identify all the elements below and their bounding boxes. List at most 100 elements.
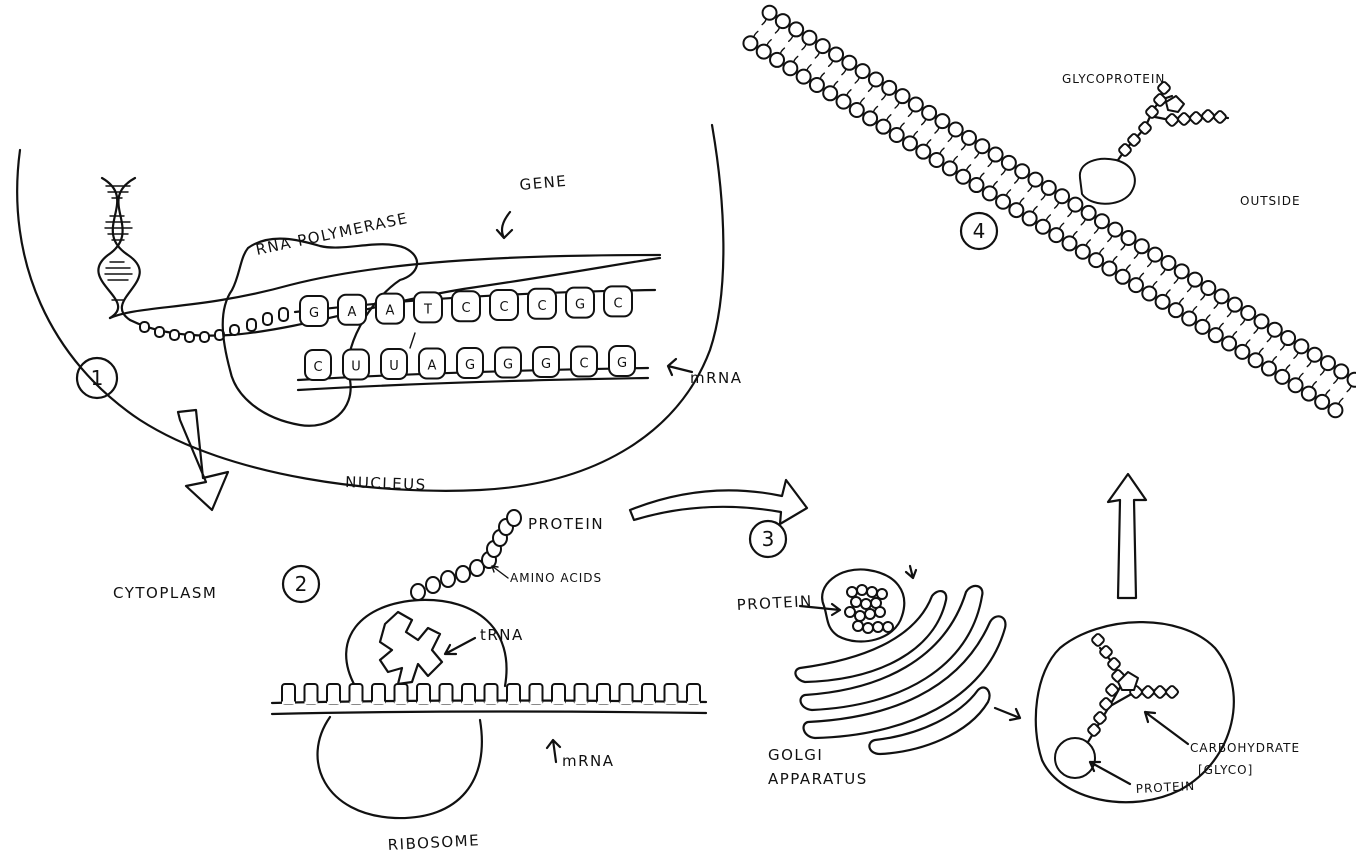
golgi-bead — [877, 589, 887, 599]
mrna-base-0: C — [305, 350, 331, 380]
glycoprotein-bead — [1153, 93, 1167, 107]
mrna-base-5: G — [495, 348, 521, 378]
glycoprotein-pentagon — [1166, 96, 1184, 112]
golgi-bead — [845, 607, 855, 617]
phospholipid-head-inner — [863, 111, 877, 125]
svg-text:G: G — [541, 357, 551, 372]
golgi-bead — [855, 611, 865, 621]
phospholipid-head-outer — [829, 47, 843, 61]
label-gene: GENE — [519, 172, 568, 194]
phospholipid-head-inner — [1315, 395, 1329, 409]
phospholipid-head-inner — [743, 36, 757, 50]
label-amino-acids: AMINO ACIDS — [510, 571, 602, 585]
step-4-marker: 4 — [961, 213, 997, 249]
codon-tooth — [327, 684, 340, 704]
phospholipid-head-outer — [949, 123, 963, 137]
phospholipid-head-inner — [1302, 387, 1316, 401]
phospholipid-head-outer — [1135, 239, 1149, 253]
svg-text:G: G — [617, 356, 627, 371]
codon-tooth — [372, 684, 385, 704]
codon-tooth — [305, 684, 318, 704]
step-1-number: 1 — [91, 366, 104, 390]
label-apparatus: APPARATUS — [768, 770, 868, 788]
phospholipid-head-inner — [797, 70, 811, 84]
svg-text:G: G — [309, 306, 319, 321]
svg-text:G: G — [575, 298, 585, 313]
phospholipid-head-outer — [882, 81, 896, 95]
ribosome-large-subunit — [318, 717, 482, 818]
amino-acid-bead — [441, 571, 455, 587]
mrna-top-arrow — [668, 359, 692, 375]
glycoprotein-bead — [1201, 109, 1215, 123]
phospholipid-head-outer — [1308, 348, 1322, 362]
phospholipid-head-inner — [837, 95, 851, 109]
phospholipid-head-inner — [850, 103, 864, 117]
phospholipid-head-outer — [1215, 289, 1229, 303]
amino-acid-bead — [411, 584, 425, 600]
dna-base-6: C — [528, 289, 556, 319]
phospholipid-head-inner — [943, 161, 957, 175]
dna-base-5: C — [490, 290, 518, 320]
phospholipid-head-inner — [983, 186, 997, 200]
phospholipid-head-inner — [1076, 245, 1090, 259]
arrow-to-golgi — [630, 480, 807, 524]
svg-text:C: C — [499, 300, 508, 315]
dna-base-7: G — [566, 288, 594, 318]
phospholipid-head-inner — [810, 78, 824, 92]
codon-tooth — [530, 684, 543, 704]
svg-text:U: U — [351, 360, 361, 375]
mrna-base-2: U — [381, 349, 407, 379]
label-protein-vesicle: PROTEIN — [1135, 779, 1195, 796]
phospholipid-head-inner — [1063, 236, 1077, 250]
golgi-protein-beads — [845, 585, 893, 633]
phospholipid-head-inner — [770, 53, 784, 67]
label-rna-polymerase: RNA POLYMERASE — [254, 209, 410, 259]
phospholipid-head-inner — [1195, 320, 1209, 334]
golgi-bead — [867, 587, 877, 597]
codon-tooth — [395, 684, 408, 704]
step-2-number: 2 — [295, 572, 308, 596]
mrna-base-4: G — [457, 348, 483, 378]
phospholipid-head-inner — [1156, 295, 1170, 309]
codon-tooth — [552, 684, 565, 704]
label-nucleus: NUCLEUS — [345, 473, 427, 494]
golgi-bead — [863, 623, 873, 633]
svg-text:C: C — [537, 299, 546, 314]
phospholipid-head-outer — [1254, 314, 1268, 328]
golgi-bead — [853, 621, 863, 631]
svg-text:G: G — [465, 358, 475, 373]
svg-text:C: C — [313, 360, 322, 375]
svg-text:U: U — [389, 359, 399, 374]
golgi-bead — [883, 622, 893, 632]
phospholipid-head-inner — [757, 45, 771, 59]
glycoprotein-bead — [1189, 111, 1203, 125]
trna-arrow — [445, 638, 475, 654]
phospholipid-head-inner — [1222, 337, 1236, 351]
svg-text:C: C — [579, 357, 588, 372]
dna-base-4: C — [452, 291, 480, 321]
carbohydrate-bead — [1091, 633, 1105, 647]
mrna-base-7: C — [571, 347, 597, 377]
phospholipid-head-outer — [842, 56, 856, 70]
step-3-marker: 3 — [750, 521, 786, 557]
cell-membrane — [743, 6, 1356, 417]
carbohydrate-arrow — [1145, 712, 1188, 744]
phospholipid-head-outer — [1042, 181, 1056, 195]
golgi-bead — [851, 597, 861, 607]
glycoprotein-bead — [1177, 112, 1191, 126]
dna-base-3: T — [414, 292, 442, 322]
phospholipid-head-outer — [802, 31, 816, 45]
phospholipid-head-inner — [890, 128, 904, 142]
label-cytoplasm: CYTOPLASM — [113, 584, 217, 602]
golgi-bead — [873, 622, 883, 632]
phospholipid-head-inner — [903, 136, 917, 150]
phospholipid-head-inner — [1328, 403, 1342, 417]
phospholipid-head-inner — [876, 120, 890, 134]
golgi-bead — [875, 607, 885, 617]
arrow-to-cytoplasm — [178, 410, 228, 510]
phospholipid-head-outer — [1294, 339, 1308, 353]
phospholipid-head-inner — [1142, 286, 1156, 300]
phospholipid-head-outer — [1228, 298, 1242, 312]
phospholipid-head-outer — [789, 22, 803, 36]
phospholipid-head-inner — [1036, 220, 1050, 234]
